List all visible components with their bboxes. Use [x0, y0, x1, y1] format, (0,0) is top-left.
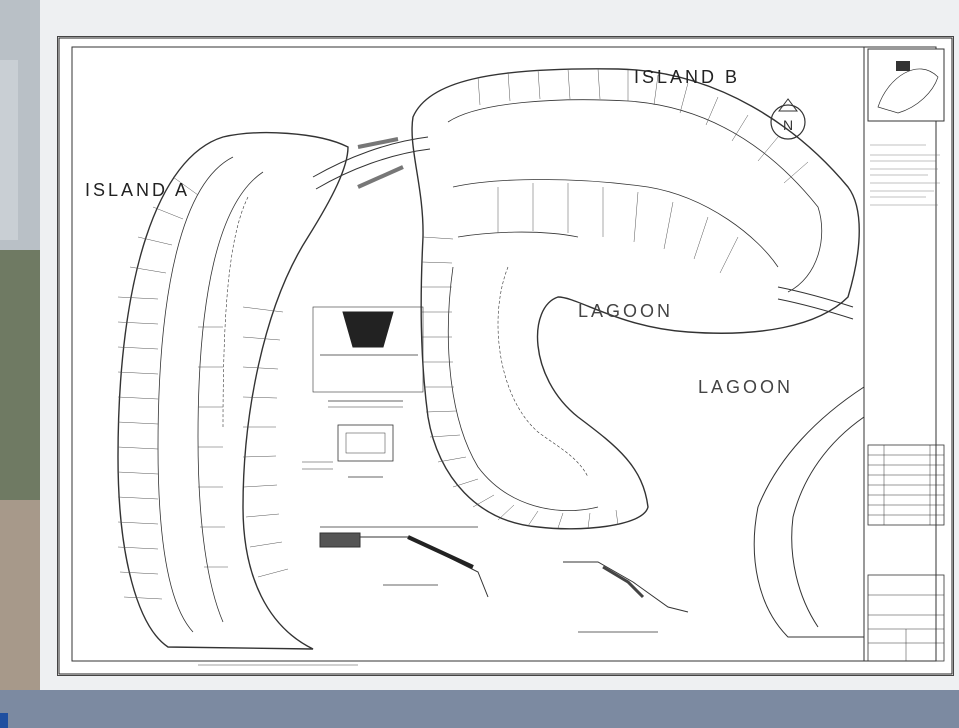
lagoon-label-2: LAGOON	[698, 377, 793, 397]
key-plan	[867, 48, 945, 122]
surface-water-relief-detail	[312, 306, 424, 408]
title-block	[867, 574, 945, 662]
lagoon-label-1: LAGOON	[578, 301, 673, 321]
island-b-lots	[421, 68, 809, 529]
island-a-label: ISLAND A	[85, 180, 190, 200]
island-a-shape	[117, 132, 349, 650]
north-arrow: N	[770, 98, 806, 140]
section-a-a-detail	[302, 424, 394, 478]
typical-road-drain-outfall-detail	[563, 561, 689, 633]
island-a-lots	[117, 176, 289, 600]
general-notes-area	[870, 144, 940, 206]
revision-block	[867, 444, 945, 526]
section-b-b-detail	[319, 526, 489, 598]
road-bridge	[312, 136, 854, 320]
east-island-fragment	[753, 386, 865, 638]
site-plan-drawing: N	[58, 37, 953, 675]
island-b-shape	[411, 68, 860, 530]
drainage-plan-sheet: N	[57, 36, 954, 676]
svg-text:N: N	[783, 117, 793, 133]
island-b-label: ISLAND B	[634, 67, 740, 87]
